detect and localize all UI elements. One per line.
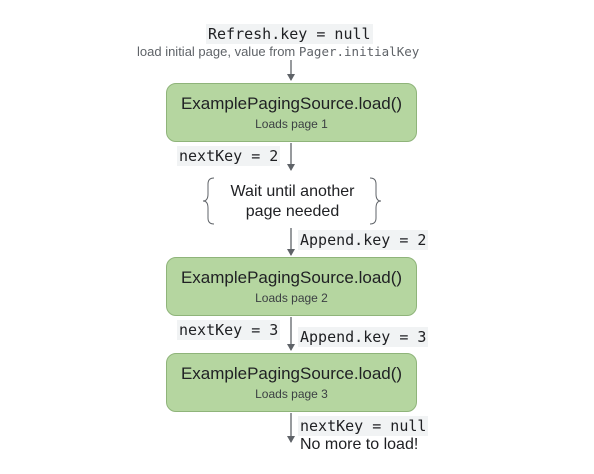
node-title: ExamplePagingSource.load() bbox=[180, 94, 403, 113]
node-title: ExamplePagingSource.load() bbox=[180, 268, 403, 287]
next-key-label-1: nextKey = 2 bbox=[177, 146, 281, 166]
load-node-page-1: ExamplePagingSource.load() Loads page 1 bbox=[166, 83, 417, 142]
next-key-label-3: nextKey = null bbox=[298, 416, 429, 436]
refresh-note: load initial page, value from Pager.init… bbox=[137, 44, 419, 59]
wait-block: Wait until another page needed bbox=[205, 176, 380, 226]
node-title: ExamplePagingSource.load() bbox=[180, 364, 403, 383]
refresh-note-code: Pager.initialKey bbox=[298, 44, 420, 59]
load-node-page-2: ExamplePagingSource.load() Loads page 2 bbox=[166, 257, 417, 316]
refresh-note-text: load initial page, value from bbox=[137, 44, 299, 59]
left-brace bbox=[202, 177, 215, 225]
node-subtitle: Loads page 1 bbox=[255, 117, 328, 131]
refresh-key-code: Refresh.key = null bbox=[206, 24, 373, 44]
load-node-page-3: ExamplePagingSource.load() Loads page 3 bbox=[166, 353, 417, 412]
next-key-label-2: nextKey = 3 bbox=[177, 320, 281, 340]
node-subtitle: Loads page 3 bbox=[255, 387, 328, 401]
append-key-label-2: Append.key = 3 bbox=[298, 327, 429, 347]
wait-text: Wait until another page needed bbox=[205, 182, 380, 222]
wait-line-1: Wait until another bbox=[230, 183, 355, 200]
node-subtitle: Loads page 2 bbox=[255, 291, 328, 305]
wait-line-2: page needed bbox=[245, 203, 340, 220]
end-label: No more to load! bbox=[300, 436, 419, 453]
append-key-label-1: Append.key = 2 bbox=[298, 230, 429, 250]
right-brace bbox=[369, 177, 382, 225]
